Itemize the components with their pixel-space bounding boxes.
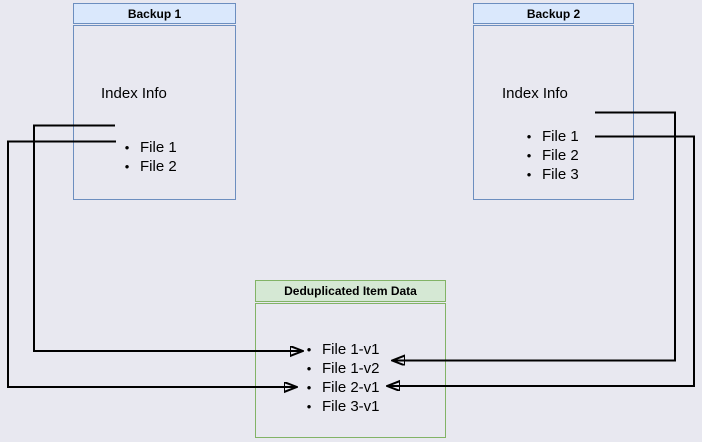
backup2-index-info-label: Index Info — [502, 85, 568, 102]
backup2-header: Backup 2 — [473, 3, 634, 24]
item-label: File 2-v1 — [322, 379, 380, 396]
list-item: • File 1 — [524, 127, 579, 146]
bullet-icon: • — [306, 361, 312, 376]
list-item: • File 1-v1 — [304, 340, 380, 359]
backup1-title: Backup 1 — [127, 6, 182, 21]
backup2-box: Backup 2 Index Info • File 1 • File 2 • … — [473, 3, 634, 200]
dedup-header: Deduplicated Item Data — [255, 280, 446, 302]
bullet-icon: • — [124, 159, 130, 174]
item-label: File 3-v1 — [322, 398, 380, 415]
bullet-icon: • — [526, 148, 532, 163]
list-item: • File 2 — [122, 157, 177, 176]
file-label: File 1 — [542, 128, 579, 145]
bullet-icon: • — [526, 129, 532, 144]
list-item: • File 2-v1 — [304, 378, 380, 397]
backup1-file-list: • File 1 • File 2 — [122, 138, 177, 176]
backup2-file-list: • File 1 • File 2 • File 3 — [524, 127, 579, 184]
list-item: • File 1-v2 — [304, 359, 380, 378]
bullet-icon: • — [526, 167, 532, 182]
item-label: File 1-v2 — [322, 360, 380, 377]
bullet-icon: • — [124, 140, 130, 155]
file-label: File 3 — [542, 166, 579, 183]
backup1-box: Backup 1 Index Info • File 1 • File 2 — [73, 3, 236, 200]
backup2-body: Index Info • File 1 • File 2 • File 3 — [473, 25, 634, 200]
file-label: File 1 — [140, 139, 177, 156]
backup1-header: Backup 1 — [73, 3, 236, 24]
bullet-icon: • — [306, 342, 312, 357]
file-label: File 2 — [542, 147, 579, 164]
item-label: File 1-v1 — [322, 341, 380, 358]
backup2-title: Backup 2 — [526, 6, 581, 21]
dedup-title: Deduplicated Item Data — [284, 284, 417, 298]
dedup-box: Deduplicated Item Data • File 1-v1 • Fil… — [255, 280, 446, 438]
list-item: • File 3-v1 — [304, 397, 380, 416]
list-item: • File 2 — [524, 146, 579, 165]
dedup-body: • File 1-v1 • File 1-v2 • File 2-v1 • Fi… — [255, 303, 446, 438]
backup1-body: Index Info • File 1 • File 2 — [73, 25, 236, 200]
dedup-item-list: • File 1-v1 • File 1-v2 • File 2-v1 • Fi… — [304, 340, 380, 416]
list-item: • File 1 — [122, 138, 177, 157]
bullet-icon: • — [306, 380, 312, 395]
list-item: • File 3 — [524, 165, 579, 184]
backup1-index-info-label: Index Info — [101, 85, 167, 102]
file-label: File 2 — [140, 158, 177, 175]
bullet-icon: • — [306, 399, 312, 414]
